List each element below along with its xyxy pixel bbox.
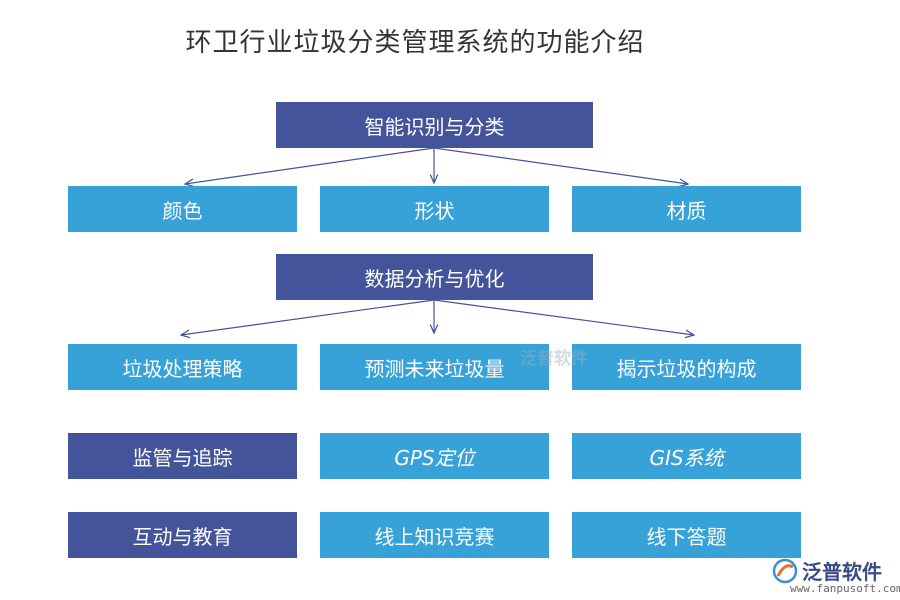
arrow-analysis-strategy (181, 299, 435, 335)
brand-logo: 泛普软件 (772, 556, 882, 585)
node-gps: GPS定位 (320, 433, 549, 479)
node-color: 颜色 (68, 186, 297, 232)
node-material: 材质 (572, 186, 801, 232)
logo-name: 泛普软件 (802, 560, 882, 584)
node-interact: 互动与教育 (68, 512, 297, 558)
node-analysis: 数据分析与优化 (276, 254, 593, 300)
arrow-recognition-color (185, 147, 435, 184)
arrow-recognition-material (433, 147, 688, 184)
page-title: 环卫行业垃圾分类管理系统的功能介绍 (185, 28, 645, 58)
logo-url: www.fanpusoft.com (790, 582, 900, 595)
node-strategy: 垃圾处理策略 (68, 344, 297, 390)
node-predict: 预测未来垃圾量 (320, 344, 549, 390)
arrow-analysis-composition (433, 299, 694, 335)
node-monitor: 监管与追踪 (68, 433, 297, 479)
node-shape: 形状 (320, 186, 549, 232)
watermark: 泛普软件 (520, 349, 588, 369)
node-recognition: 智能识别与分类 (276, 102, 593, 148)
node-gis: GIS系统 (572, 433, 801, 479)
fanpu-logo-icon (772, 558, 798, 583)
node-offline: 线下答题 (572, 512, 801, 558)
node-composition: 揭示垃圾的构成 (572, 344, 801, 390)
node-online: 线上知识竞赛 (320, 512, 549, 558)
